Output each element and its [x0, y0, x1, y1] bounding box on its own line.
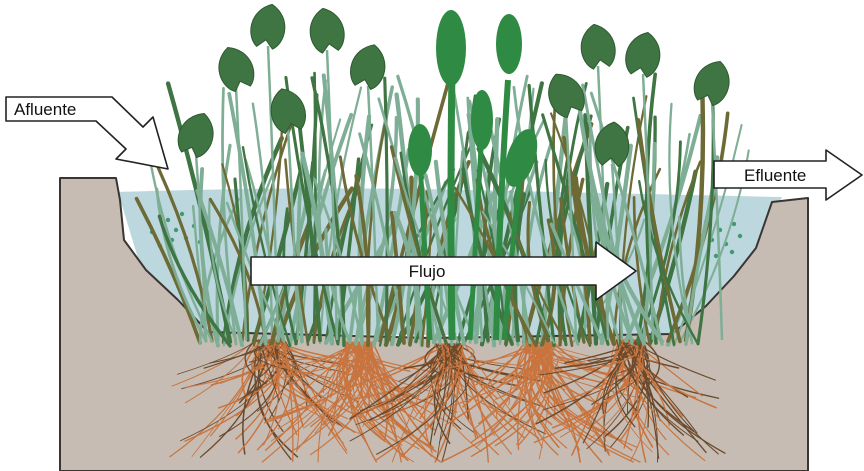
arrow-leaf — [212, 42, 259, 95]
outflow-label: Efluente — [744, 166, 806, 185]
cattail-head — [408, 124, 432, 176]
flow-label: Flujo — [409, 262, 446, 281]
cattail-head — [496, 14, 522, 74]
arrow-leaf — [173, 108, 220, 161]
inflow-label: Afluente — [14, 100, 76, 119]
cattail-head — [471, 90, 493, 150]
inflow-arrow: Afluente — [6, 97, 168, 169]
arrow-leaf — [689, 56, 736, 109]
arrow-leaf — [541, 67, 590, 121]
arrow-leaf — [622, 29, 664, 79]
arrow-leaf — [306, 5, 347, 54]
outflow-arrow: Efluente — [714, 150, 862, 200]
arrow-leaf — [577, 21, 618, 70]
cattail-head — [436, 10, 466, 86]
arrow-leaf — [248, 1, 289, 50]
